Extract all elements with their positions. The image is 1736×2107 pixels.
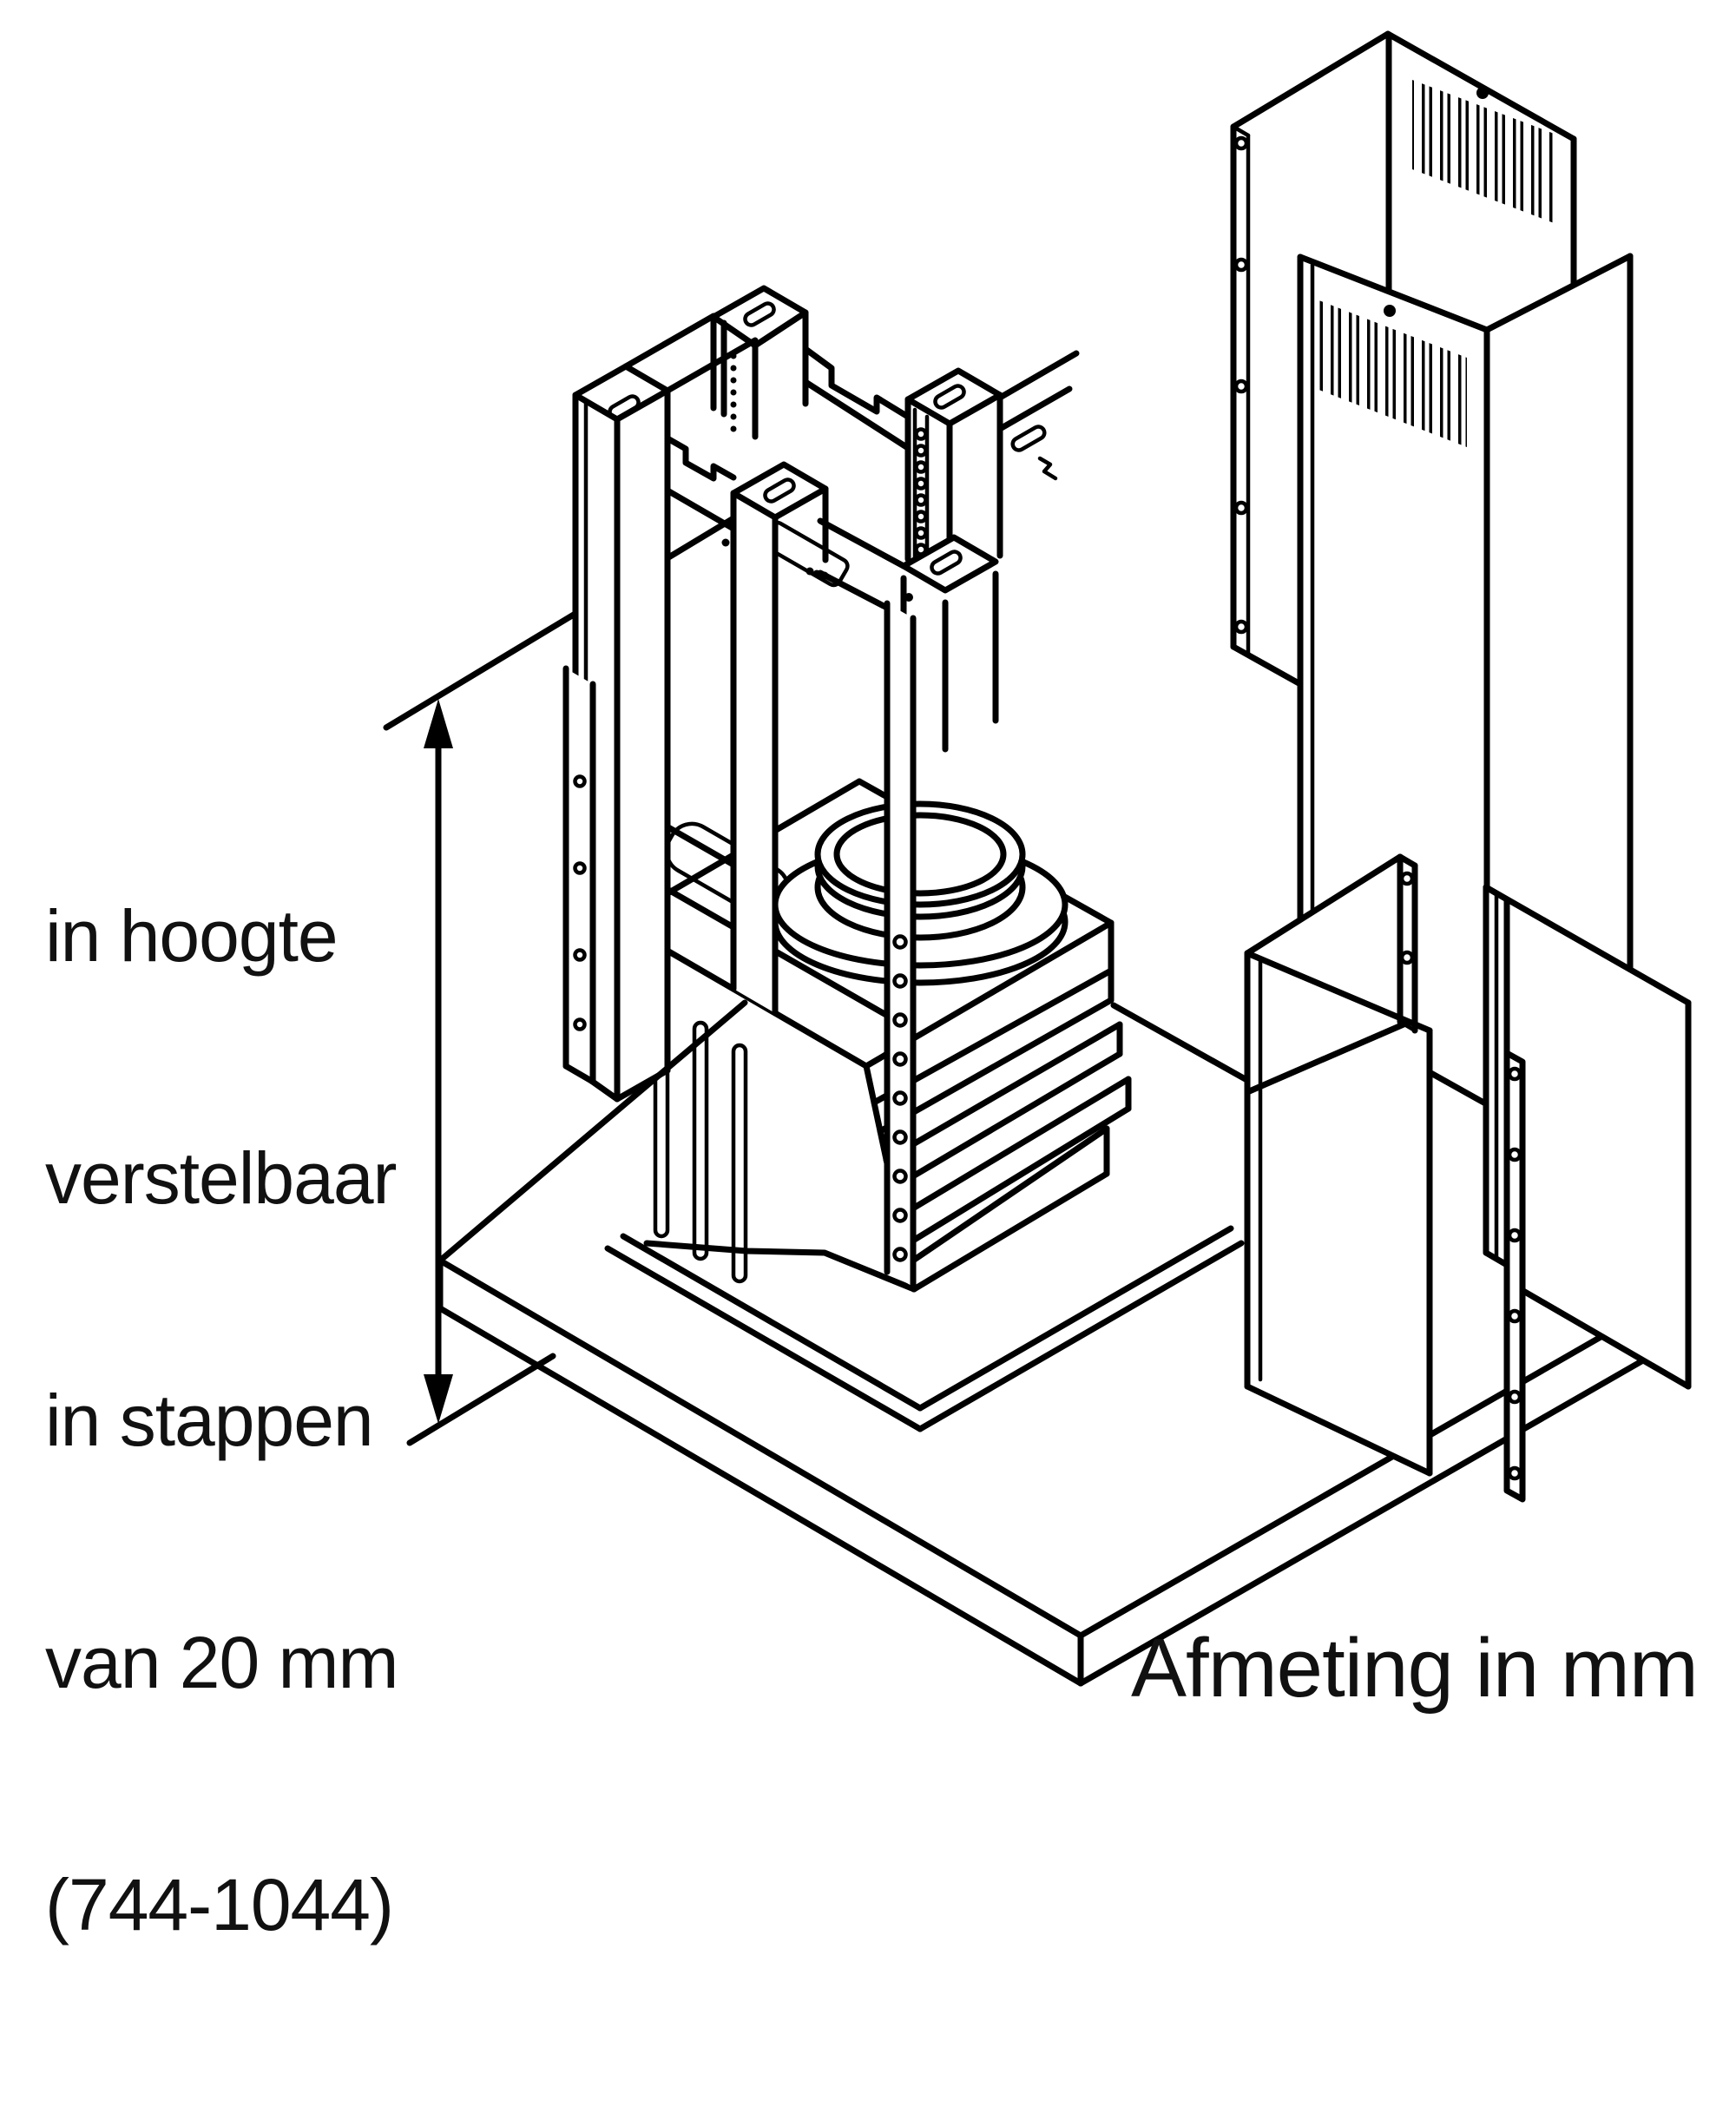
note-line: verstelbaar	[45, 1137, 398, 1219]
telescopic-rail-right	[884, 600, 917, 1290]
frame-right-column	[900, 350, 1080, 753]
note-line: in hoogte	[45, 895, 339, 977]
mounting-flange	[1503, 1050, 1526, 1503]
frame-front-column	[730, 461, 829, 1017]
sleeve-panel-right	[1483, 884, 1692, 1503]
canopy-back-edge	[437, 999, 748, 1264]
note-line: in stappen	[45, 1379, 374, 1461]
hood-layer-stack	[871, 967, 1132, 1293]
canopy-front-edge	[437, 1257, 1084, 1639]
arrowhead-down-icon	[424, 1374, 453, 1424]
rail-south-east	[817, 517, 907, 570]
sleeve-panel-left	[1244, 853, 1433, 1477]
installation-diagram-page: in hoogte verstelbaar in stappen van 20 …	[45, 30, 1699, 1946]
canopy-panel	[437, 999, 1647, 1687]
screw-hole	[1476, 87, 1489, 99]
note-line: van 20 mm	[45, 1622, 398, 1703]
leader-line-bottom	[406, 1353, 556, 1446]
flange-screw-holes	[1399, 871, 1415, 965]
telescopic-flange	[900, 534, 999, 594]
vent-louvers	[1412, 80, 1556, 224]
rail-north-east	[802, 346, 911, 420]
arrowhead-up-icon	[424, 699, 453, 748]
perforation-holes	[914, 427, 928, 556]
adjustment-holes	[892, 934, 908, 1262]
rail-stub	[996, 350, 1080, 401]
hood-bottom-edge	[643, 1240, 917, 1293]
flange-screw-holes	[1507, 1066, 1522, 1481]
installation-diagram	[383, 30, 1692, 1687]
canopy-cutout	[604, 1225, 1245, 1432]
duct-collar	[772, 800, 1069, 986]
frame-top-rails	[622, 313, 911, 451]
screw-hole	[1384, 305, 1396, 317]
frame-back-column	[710, 285, 809, 440]
vent-louvers	[1317, 300, 1467, 447]
note-line: (744-1044)	[45, 1864, 394, 1946]
rail-west-south	[664, 487, 737, 532]
telescopic-rail-left	[562, 665, 596, 1085]
rail-west-north	[622, 313, 717, 370]
leader-line-top	[383, 515, 737, 731]
units-note: Afmeting in mm	[1131, 1622, 1699, 1715]
adjustment-holes	[573, 774, 587, 1031]
height-dimension	[383, 515, 737, 1446]
height-adjustment-note: in hoogte verstelbaar in stappen van 20 …	[45, 734, 398, 2107]
flange-screw-holes	[1233, 135, 1249, 635]
clip-detail	[1037, 456, 1058, 481]
slot-hole	[743, 301, 776, 327]
